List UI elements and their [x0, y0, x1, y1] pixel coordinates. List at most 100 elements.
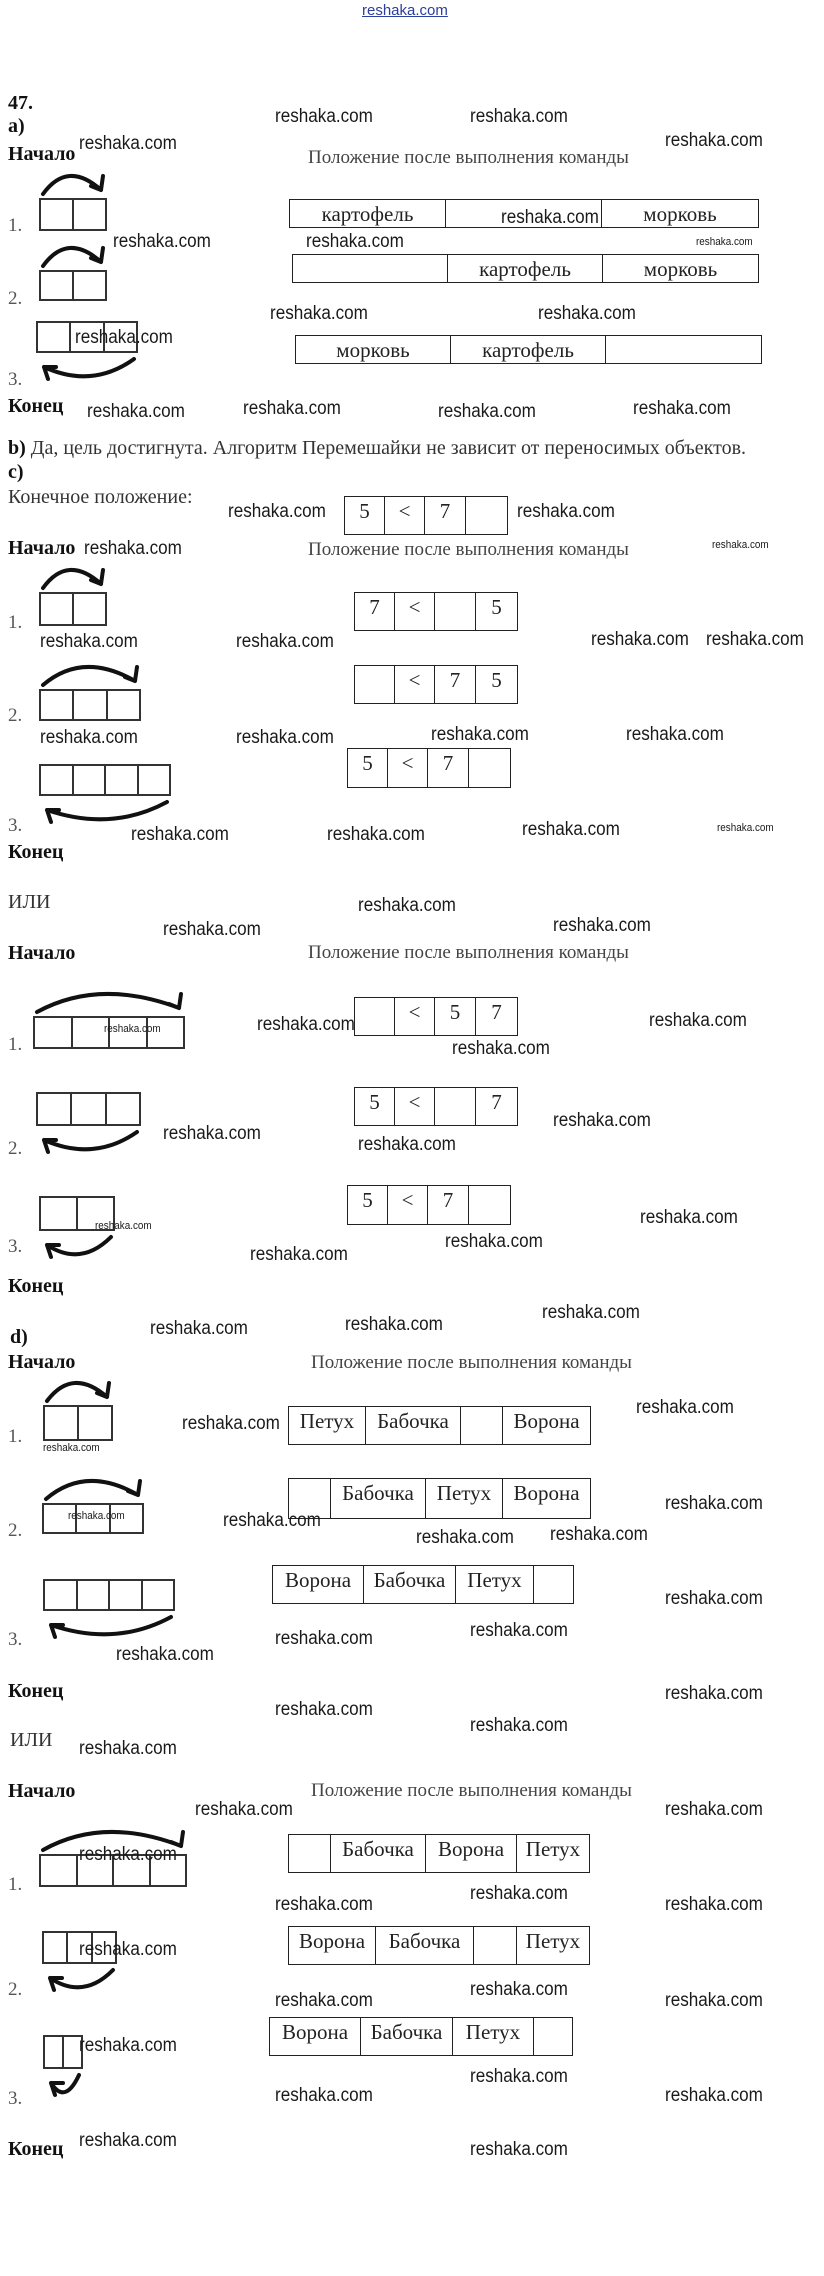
box-cell: [45, 1581, 78, 1609]
watermark: reshaka.com: [470, 2066, 568, 2087]
watermark: reshaka.com: [79, 133, 177, 154]
final-position-label: Конечное положение:: [8, 486, 193, 508]
watermark: reshaka.com: [358, 1134, 456, 1155]
table-cell: Ворона: [513, 1481, 580, 1505]
table-cell: [289, 1835, 331, 1872]
table-cell: [534, 1566, 573, 1603]
table-cell: <: [395, 998, 435, 1035]
step-number: 2.: [8, 1979, 23, 2000]
part-c-label: c): [8, 461, 24, 483]
box-cell: [38, 323, 72, 351]
watermark: reshaka.com: [550, 1524, 648, 1545]
arrow-right-icon: [41, 1829, 185, 1852]
watermark: reshaka.com: [236, 631, 334, 652]
watermark: reshaka.com: [150, 1318, 248, 1339]
watermark: reshaka.com: [470, 1979, 568, 2000]
table-cell: 5: [348, 749, 388, 787]
box-cell: [45, 2037, 64, 2067]
step-number: 3.: [8, 369, 23, 390]
box-cell: [73, 1018, 110, 1047]
move-boxes: [39, 270, 107, 301]
or-label: ИЛИ: [10, 1729, 53, 1751]
table-cell: [461, 1407, 503, 1444]
watermark: reshaka.com: [40, 631, 138, 652]
watermark: reshaka.com: [113, 231, 211, 252]
table-cell: Ворона: [426, 1835, 517, 1872]
move-boxes: [39, 1854, 187, 1887]
step-number: 2.: [8, 705, 23, 726]
watermark: reshaka.com: [79, 1844, 177, 1865]
watermark: reshaka.com: [665, 1894, 763, 1915]
watermark: reshaka.com: [636, 1397, 734, 1418]
box-cell: [41, 1856, 78, 1885]
position-header: Положение после выполнения команды: [311, 1780, 632, 1801]
move-boxes: [39, 198, 107, 231]
box-cell: [41, 766, 74, 794]
table-cell: Бабочка: [364, 1566, 456, 1603]
box-cell: [44, 1933, 69, 1962]
arrow-left-icon: [42, 357, 136, 381]
table-cell: Петух: [456, 1566, 534, 1603]
arrow-right-icon: [41, 664, 139, 687]
box-cell: [74, 766, 106, 794]
table-cell: 5: [355, 1088, 395, 1125]
table-cell: 7: [355, 593, 395, 630]
arrow-right-icon: [44, 1478, 142, 1501]
part-b-label: b): [8, 437, 26, 459]
watermark: reshaka.com: [665, 2085, 763, 2106]
site-link[interactable]: reshaka.com: [362, 2, 448, 19]
move-boxes: [42, 1931, 117, 1964]
table-cell: [469, 749, 510, 787]
table-cell: [355, 998, 395, 1035]
watermark: reshaka.com: [306, 231, 404, 252]
table-cell: 7: [425, 497, 466, 534]
watermark: reshaka.com: [104, 1023, 161, 1035]
watermark: reshaka.com: [327, 824, 425, 845]
table-cell: [435, 1088, 476, 1125]
part-b-answer: Да, цель достигнута. Алгоритм Перемешайк…: [30, 437, 747, 459]
box-cell: [143, 1581, 174, 1609]
watermark: reshaka.com: [79, 2130, 177, 2151]
watermark: reshaka.com: [358, 895, 456, 916]
table-cell: картофель: [448, 255, 603, 282]
table-cell: [474, 1927, 517, 1964]
watermark: reshaka.com: [542, 1302, 640, 1323]
watermark: reshaka.com: [116, 1644, 214, 1665]
watermark: reshaka.com: [270, 303, 368, 324]
end-label: Конец: [8, 1680, 64, 1702]
end-label: Конец: [8, 841, 64, 863]
or-label: ИЛИ: [8, 891, 51, 913]
step-number: 3.: [8, 2088, 23, 2109]
table-cell: [435, 593, 476, 630]
table-cell: морковь: [643, 202, 717, 226]
watermark: reshaka.com: [250, 1244, 348, 1265]
start-label: Начало: [8, 1780, 76, 1802]
watermark: reshaka.com: [633, 398, 731, 419]
table-cell: Бабочка: [361, 2018, 453, 2055]
watermark: reshaka.com: [163, 919, 261, 940]
move-boxes: [43, 2035, 83, 2069]
table-cell: [355, 666, 395, 703]
table-cell: [293, 255, 448, 282]
start-label: Начало: [8, 537, 76, 559]
watermark: reshaka.com: [228, 501, 326, 522]
position-header: Положение после выполнения команды: [308, 147, 629, 168]
watermark: reshaka.com: [665, 1493, 763, 1514]
end-label: Конец: [8, 1275, 64, 1297]
step-number: 1.: [8, 215, 23, 236]
move-boxes: [36, 321, 138, 353]
table-cell: 5: [491, 595, 502, 619]
watermark: reshaka.com: [470, 106, 568, 127]
table-cell: <: [395, 1088, 435, 1125]
arrow-right-icon: [35, 991, 183, 1014]
watermark: reshaka.com: [79, 1939, 177, 1960]
table-cell: Петух: [525, 1837, 581, 1861]
watermark: reshaka.com: [522, 819, 620, 840]
watermark: reshaka.com: [665, 1683, 763, 1704]
position-header: Положение после выполнения команды: [311, 1352, 632, 1373]
